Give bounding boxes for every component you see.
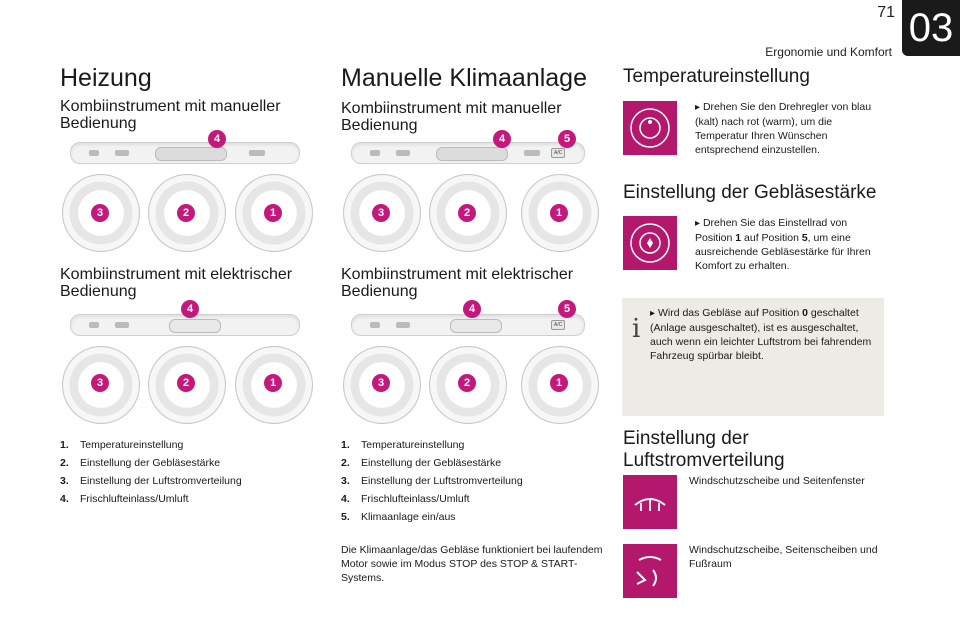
temperature-dial-icon (623, 101, 677, 155)
list-item: 4.Frischlufteinlass/Umluft (60, 493, 189, 505)
badge-1: 1 (550, 374, 568, 392)
badge-3: 3 (91, 374, 109, 392)
info-text: ▸ Wird das Gebläse auf Position 0 gescha… (650, 307, 872, 362)
col1-manual-panel: 4 3 2 1 (60, 130, 313, 252)
dist-title: Einstellung der Luftstromverteilung (623, 428, 785, 471)
list-item: 1.Temperatureinstellung (60, 439, 184, 451)
badge-5: 5 (558, 130, 576, 148)
page-number: 71 (877, 4, 895, 21)
fan-title: Einstellung der Gebläsestärke (623, 182, 877, 203)
panel-top-bar (351, 142, 585, 164)
heizung-title: Heizung (60, 64, 152, 92)
chapter-tab: 03 (902, 0, 960, 56)
col2-note: Die Klimaanlage/das Gebläse funktioniert… (341, 544, 603, 584)
bullet-arrow-icon: ▸ (695, 218, 701, 229)
dist-item-1: Windschutzscheibe und Seitenfenster (689, 475, 865, 487)
temp-text: ▸ Drehen Sie den Drehregler von blau (ka… (695, 101, 872, 156)
col2-electric-panel: A/C 4 5 3 2 1 (341, 300, 599, 425)
list-item: 2.Einstellung der Gebläsestärke (60, 457, 221, 469)
panel-top-bar (70, 314, 300, 336)
list-item: 1.Temperatureinstellung (341, 439, 465, 451)
badge-2: 2 (177, 204, 195, 222)
list-item: 3.Einstellung der Luftstromverteilung (341, 475, 523, 487)
badge-3: 3 (372, 204, 390, 222)
col2-manual-panel: A/C 4 5 3 2 1 (341, 130, 599, 252)
badge-4: 4 (463, 300, 481, 318)
badge-5: 5 (558, 300, 576, 318)
dist-item-2: Windschutzscheibe, Seitenscheiben und Fu… (689, 544, 878, 570)
fan-text: ▸ Drehen Sie das Einstellrad von Positio… (695, 217, 871, 272)
panel-top-bar (70, 142, 300, 164)
badge-1: 1 (550, 204, 568, 222)
col2-subtitle-electric: Kombiinstrument mit elektrischer Bedienu… (341, 266, 574, 300)
badge-2: 2 (458, 374, 476, 392)
windshield-defrost-icon (623, 475, 677, 529)
bullet-arrow-icon: ▸ (695, 102, 701, 113)
klimaanlage-title: Manuelle Klimaanlage (341, 64, 587, 92)
badge-4: 4 (181, 300, 199, 318)
badge-4: 4 (493, 130, 511, 148)
list-item: 3.Einstellung der Luftstromverteilung (60, 475, 242, 487)
col1-subtitle-manual: Kombiinstrument mit manueller Bedienung (60, 98, 281, 132)
col2-list: 1.Temperatureinstellung 2.Einstellung de… (341, 436, 523, 526)
list-item: 4.Frischlufteinlass/Umluft (341, 493, 470, 505)
ac-button: A/C (551, 148, 566, 158)
info-icon: i (632, 314, 641, 344)
badge-3: 3 (91, 204, 109, 222)
badge-3: 3 (372, 374, 390, 392)
badge-1: 1 (264, 374, 282, 392)
col1-electric-panel: 4 3 2 1 (60, 300, 313, 425)
col1-list: 1.Temperatureinstellung 2.Einstellung de… (60, 436, 242, 508)
windshield-feet-icon (623, 544, 677, 598)
col2-subtitle-manual: Kombiinstrument mit manueller Bedienung (341, 100, 562, 134)
list-item: 2.Einstellung der Gebläsestärke (341, 457, 502, 469)
bullet-arrow-icon: ▸ (650, 308, 656, 319)
fan-knob (429, 174, 507, 252)
list-item: 5.Klimaanlage ein/aus (341, 511, 456, 523)
badge-4: 4 (208, 130, 226, 148)
fan-dial-icon (623, 216, 677, 270)
info-box: i ▸ Wird das Gebläse auf Position 0 gesc… (622, 298, 884, 416)
chapter-title: Ergonomie und Komfort (765, 45, 892, 59)
badge-1: 1 (264, 204, 282, 222)
badge-2: 2 (458, 204, 476, 222)
ac-button: A/C (551, 320, 566, 330)
badge-2: 2 (177, 374, 195, 392)
temp-title: Temperatureinstellung (623, 66, 810, 87)
col1-subtitle-electric: Kombiinstrument mit elektrischer Bedienu… (60, 266, 293, 300)
